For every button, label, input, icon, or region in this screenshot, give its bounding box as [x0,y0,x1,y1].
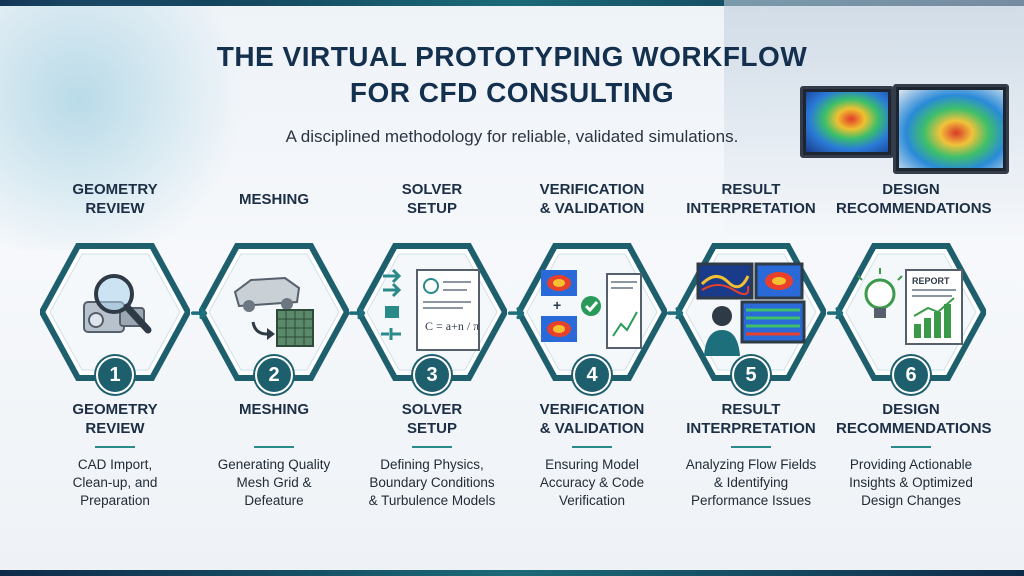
step-1-divider [95,446,135,448]
step-6-label-line1: DESIGN [882,401,940,418]
arrow-1-2: ➜ [190,300,209,325]
monitor-image-left [800,86,894,158]
background-network-glow [0,0,260,250]
step-3-desc-line3: & Turbulence Models [368,493,496,508]
step-3-number: 3 [413,356,451,394]
step-1-label-line1: GEOMETRY [72,401,158,418]
arrow-2-3: ➜ [348,300,367,325]
step-2-hexagon [199,242,349,382]
step-6-top-heading: DESIGN RECOMMENDATIONS [836,180,992,218]
monitor-image-right [893,84,1009,174]
step-3-divider [412,446,452,448]
step-2-divider [254,446,294,448]
step-2-label: MESHING [199,400,349,419]
equation-text: C = a+n / π [425,319,479,333]
page-subtitle: A disciplined methodology for reliable, … [285,127,739,146]
step-1-top-heading-line2: REVIEW [85,200,145,217]
step-1-hexagon [40,242,190,382]
step-5-label-line2: INTERPRETATION [686,420,816,437]
checkmark-icon: + [541,270,642,349]
step-4-label: VERIFICATION & VALIDATION [517,400,667,438]
step-4-top-heading-line1: VERIFICATION [539,181,645,198]
step-3-desc-line2: Boundary Conditions [369,475,495,490]
step-2-desc-line3: Defeature [244,493,304,508]
step-5-hexagon [676,242,826,382]
step-6-hexagon: REPORT [836,242,986,382]
step-4-top-heading: VERIFICATION & VALIDATION [517,180,667,218]
step-5-label-line1: RESULT [721,401,781,418]
page-title-line1: THE VIRTUAL PROTOTYPING WORKFLOW [216,41,808,72]
step-1-label-line2: REVIEW [85,420,145,437]
step-6-desc-line2: Insights & Optimized [849,475,973,490]
step-2-desc-line1: Generating Quality [217,457,331,472]
lightbulb-icon: REPORT [857,268,963,345]
step-2-number: 2 [255,356,293,394]
step-6-divider [891,446,931,448]
mesh-icon [233,276,314,347]
bottom-accent-bar [0,570,1024,576]
step-4-divider [572,446,612,448]
report-label: REPORT [912,276,950,286]
step-3-label-line2: SETUP [406,420,457,437]
step-5-number: 5 [732,356,770,394]
step-4-hexagon: + [517,242,667,382]
step-3-hexagon: C = a+n / π [357,242,507,382]
step-6-label-line2: RECOMMENDATIONS [836,420,992,437]
step-5-divider [731,446,771,448]
arrow-5-6: ➜ [826,300,845,325]
top-accent-bar [0,0,1024,6]
step-3-top-heading-line1: SOLVER [401,181,463,198]
step-3-description: Defining Physics, Boundary Conditions & Tu… [352,456,512,510]
step-2-top-heading: MESHING [199,190,349,209]
step-6-desc-line1: Providing Actionable [849,457,973,472]
step-5-top-heading-line2: INTERPRETATION [686,200,816,217]
step-5-desc-line1: Analyzing Flow Fields [685,457,817,472]
step-1-desc-line1: CAD Import, [77,457,153,472]
step-6-label: DESIGN RECOMMENDATIONS [836,400,992,438]
step-3-label: SOLVER SETUP [357,400,507,438]
step-6-desc-line3: Design Changes [861,493,961,508]
step-4-desc-line3: Verification [558,493,626,508]
step-4-desc-line1: Ensuring Model [545,457,639,472]
step-1-top-heading: GEOMETRY REVIEW [40,180,190,218]
step-3-desc-line1: Defining Physics, [380,457,484,472]
arrow-3-4: ➜ [507,300,526,325]
step-5-desc-line3: Performance Issues [690,493,812,508]
step-3-top-heading: SOLVER SETUP [357,180,507,218]
step-5-desc-line2: & Identifying [713,475,789,490]
step-1-desc-line3: Preparation [80,493,150,508]
analyst-icon [696,262,806,356]
step-6-top-heading-line1: DESIGN [882,181,940,198]
step-5-top-heading-line1: RESULT [721,181,781,198]
step-4-top-heading-line2: & VALIDATION [539,200,645,217]
step-2-top-heading-line1: MESHING [238,191,309,208]
step-2-label-line1: MESHING [238,401,309,418]
step-4-label-line1: VERIFICATION [539,401,645,418]
step-3-label-line1: SOLVER [401,401,463,418]
step-1-desc-line2: Clean-up, and [72,475,158,490]
magnifier-icon [83,274,152,334]
step-4-desc-line2: Accuracy & Code [539,475,645,490]
step-1-top-heading-line1: GEOMETRY [72,181,158,198]
equation-icon: C = a+n / π [381,268,480,351]
step-5-label: RESULT INTERPRETATION [676,400,826,438]
step-2-desc-line2: Mesh Grid & [236,475,312,490]
step-1-label: GEOMETRY REVIEW [40,400,190,438]
arrow-4-5: ➜ [666,300,685,325]
step-1-number: 1 [96,356,134,394]
page-title-line2: FOR CFD CONSULTING [349,77,675,108]
step-6-top-heading-line2: RECOMMENDATIONS [836,200,992,217]
step-6-number: 6 [892,356,930,394]
step-5-top-heading: RESULT INTERPRETATION [676,180,826,218]
step-3-top-heading-line2: SETUP [406,200,457,217]
svg-text:+: + [553,297,561,313]
step-4-label-line2: & VALIDATION [539,420,645,437]
step-4-number: 4 [573,356,611,394]
